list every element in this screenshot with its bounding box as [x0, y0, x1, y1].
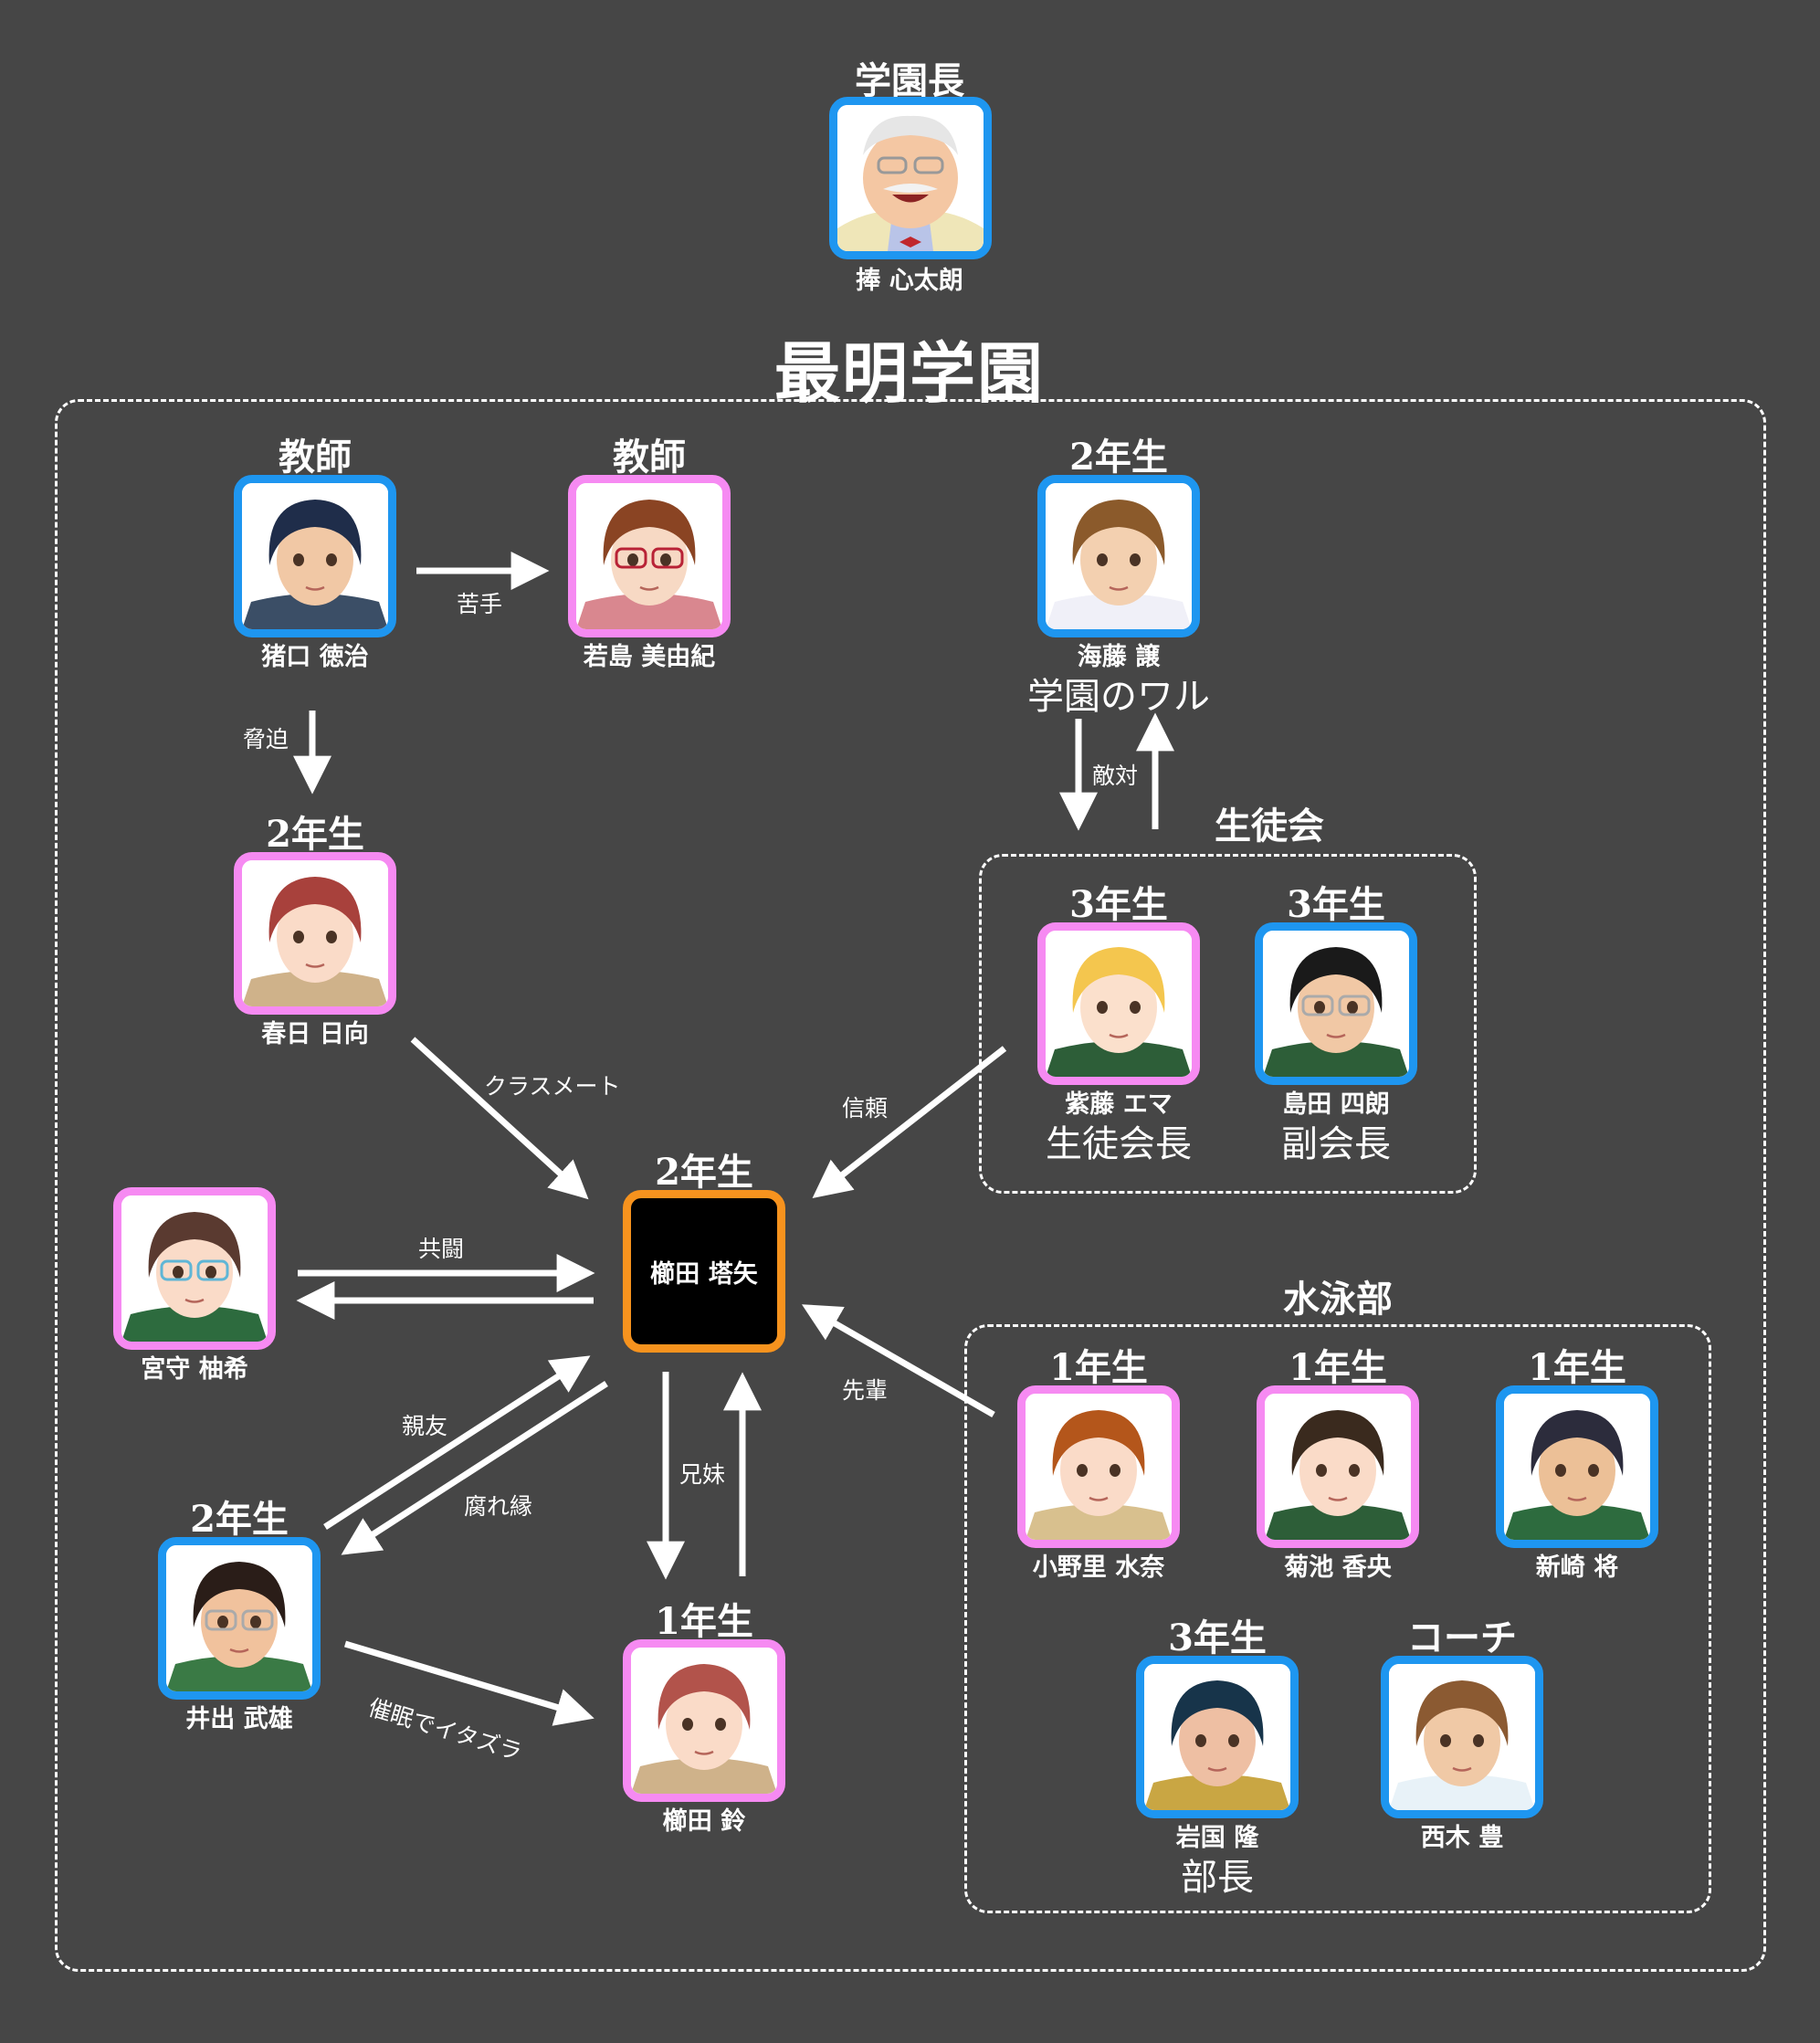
portrait-image [1046, 931, 1192, 1077]
protagonist-name: 櫛田 塔矢 [650, 1259, 758, 1289]
portrait-protagonist[interactable]: 櫛田 塔矢 [623, 1190, 785, 1353]
relation-label-shinyu: 親友 [402, 1413, 448, 1439]
portrait-image [242, 483, 388, 629]
portrait-kikuchi[interactable] [1257, 1385, 1419, 1548]
relation-label-kyoto: 共闘 [418, 1236, 465, 1262]
shinzaki-grade-label: 1年生 [1528, 1346, 1626, 1389]
ide-grade-label: 2年生 [190, 1498, 289, 1541]
kaito-grade-label: 2年生 [1069, 436, 1168, 479]
arrow-kusareen [341, 1381, 608, 1555]
portrait-image [631, 1648, 777, 1794]
shido-grade-label: 3年生 [1069, 883, 1168, 926]
onori-grade-label: 1年生 [1049, 1346, 1148, 1389]
portrait-principal[interactable] [829, 97, 992, 259]
arrow-shinrai [812, 1046, 1007, 1199]
principal-grade-label: 学園長 [855, 59, 964, 102]
page-title: 最明学園 [773, 334, 1045, 412]
relation-label-kyohaku: 脅迫 [243, 726, 289, 753]
portrait-image [1046, 483, 1192, 629]
arrow-senpai [802, 1304, 995, 1418]
shimada-name: 島田 四朗 [1282, 1090, 1390, 1119]
iwakuni-name: 岩国 隆 [1175, 1824, 1259, 1852]
portrait-ide[interactable] [158, 1537, 321, 1700]
principal-name: 捧 心太朗 [856, 267, 963, 295]
shimada-role-label: 副会長 [1281, 1123, 1391, 1165]
protagonist-grade-label: 2年生 [655, 1151, 753, 1194]
portrait-rin[interactable] [623, 1639, 785, 1802]
school-boundary-box [55, 399, 1766, 1972]
kikuchi-name: 菊池 香央 [1284, 1553, 1392, 1582]
group-label-swim-club: 水泳部 [1283, 1278, 1393, 1321]
relation-label-classmate: クラスメート [484, 1073, 621, 1100]
portrait-kaito[interactable] [1037, 475, 1200, 637]
arrow-shinyu [323, 1355, 591, 1530]
relation-label-kyodai: 兄妹 [679, 1461, 726, 1488]
portrait-shido[interactable] [1037, 922, 1200, 1085]
portrait-miyamori[interactable] [113, 1187, 276, 1350]
portrait-image [121, 1195, 268, 1342]
portrait-kasuga[interactable] [234, 852, 396, 1015]
portrait-shinzaki[interactable] [1496, 1385, 1658, 1548]
portrait-shimada[interactable] [1255, 922, 1417, 1085]
relation-label-tekitai: 敵対 [1092, 763, 1139, 789]
portrait-iwakuni[interactable] [1136, 1656, 1299, 1818]
rin-name: 櫛田 鈴 [662, 1807, 746, 1836]
relation-label-nigate: 苦手 [457, 591, 503, 617]
wakashima-name: 若島 美由紀 [583, 643, 716, 671]
kaito-role-label: 学園のワル [1027, 676, 1210, 718]
portrait-image [1504, 1394, 1650, 1540]
kasuga-name: 春日 日向 [261, 1020, 369, 1048]
portrait-principal-image [837, 105, 984, 251]
iwakuni-grade-label: 3年生 [1168, 1616, 1267, 1659]
swim-club-box [964, 1324, 1711, 1913]
arrow-saimin [343, 1640, 594, 1726]
ide-name: 井出 武雄 [185, 1705, 293, 1733]
relation-label-kusareen: 腐れ縁 [464, 1493, 533, 1520]
shinzaki-name: 新崎 将 [1535, 1553, 1619, 1582]
inoguchi-grade-label: 教師 [279, 436, 352, 479]
wakashima-grade-label: 教師 [613, 436, 686, 479]
relation-label-shinrai: 信頼 [842, 1095, 889, 1122]
nishiki-grade-label: コーチ [1407, 1616, 1517, 1659]
shimada-grade-label: 3年生 [1287, 883, 1385, 926]
shido-name: 紫藤 エマ [1065, 1090, 1173, 1119]
iwakuni-role-label: 部長 [1181, 1857, 1254, 1899]
miyamori-name: 宮守 柚希 [141, 1355, 248, 1384]
relation-label-senpai: 先輩 [842, 1377, 889, 1404]
kikuchi-grade-label: 1年生 [1289, 1346, 1387, 1389]
rin-grade-label: 1年生 [655, 1600, 753, 1643]
portrait-image [242, 860, 388, 1006]
portrait-image [1026, 1394, 1172, 1540]
portrait-image [1144, 1664, 1290, 1810]
portrait-image [1265, 1394, 1411, 1540]
nishiki-name: 西木 豊 [1420, 1824, 1504, 1852]
shido-role-label: 生徒会長 [1046, 1123, 1192, 1165]
student-council-box [979, 854, 1477, 1194]
portrait-image [1263, 931, 1409, 1077]
inoguchi-name: 猪口 徳治 [261, 643, 369, 671]
portrait-wakashima[interactable] [568, 475, 731, 637]
arrow-classmate [410, 1037, 589, 1200]
kaito-name: 海藤 譲 [1077, 643, 1161, 671]
onori-name: 小野里 水奈 [1032, 1553, 1165, 1582]
portrait-inoguchi[interactable] [234, 475, 396, 637]
kasuga-grade-label: 2年生 [266, 813, 364, 856]
portrait-image [166, 1545, 312, 1691]
portrait-nishiki[interactable] [1381, 1656, 1543, 1818]
portrait-image [1389, 1664, 1535, 1810]
portrait-image [576, 483, 722, 629]
portrait-onori[interactable] [1017, 1385, 1180, 1548]
group-label-student-council: 生徒会 [1215, 805, 1324, 848]
